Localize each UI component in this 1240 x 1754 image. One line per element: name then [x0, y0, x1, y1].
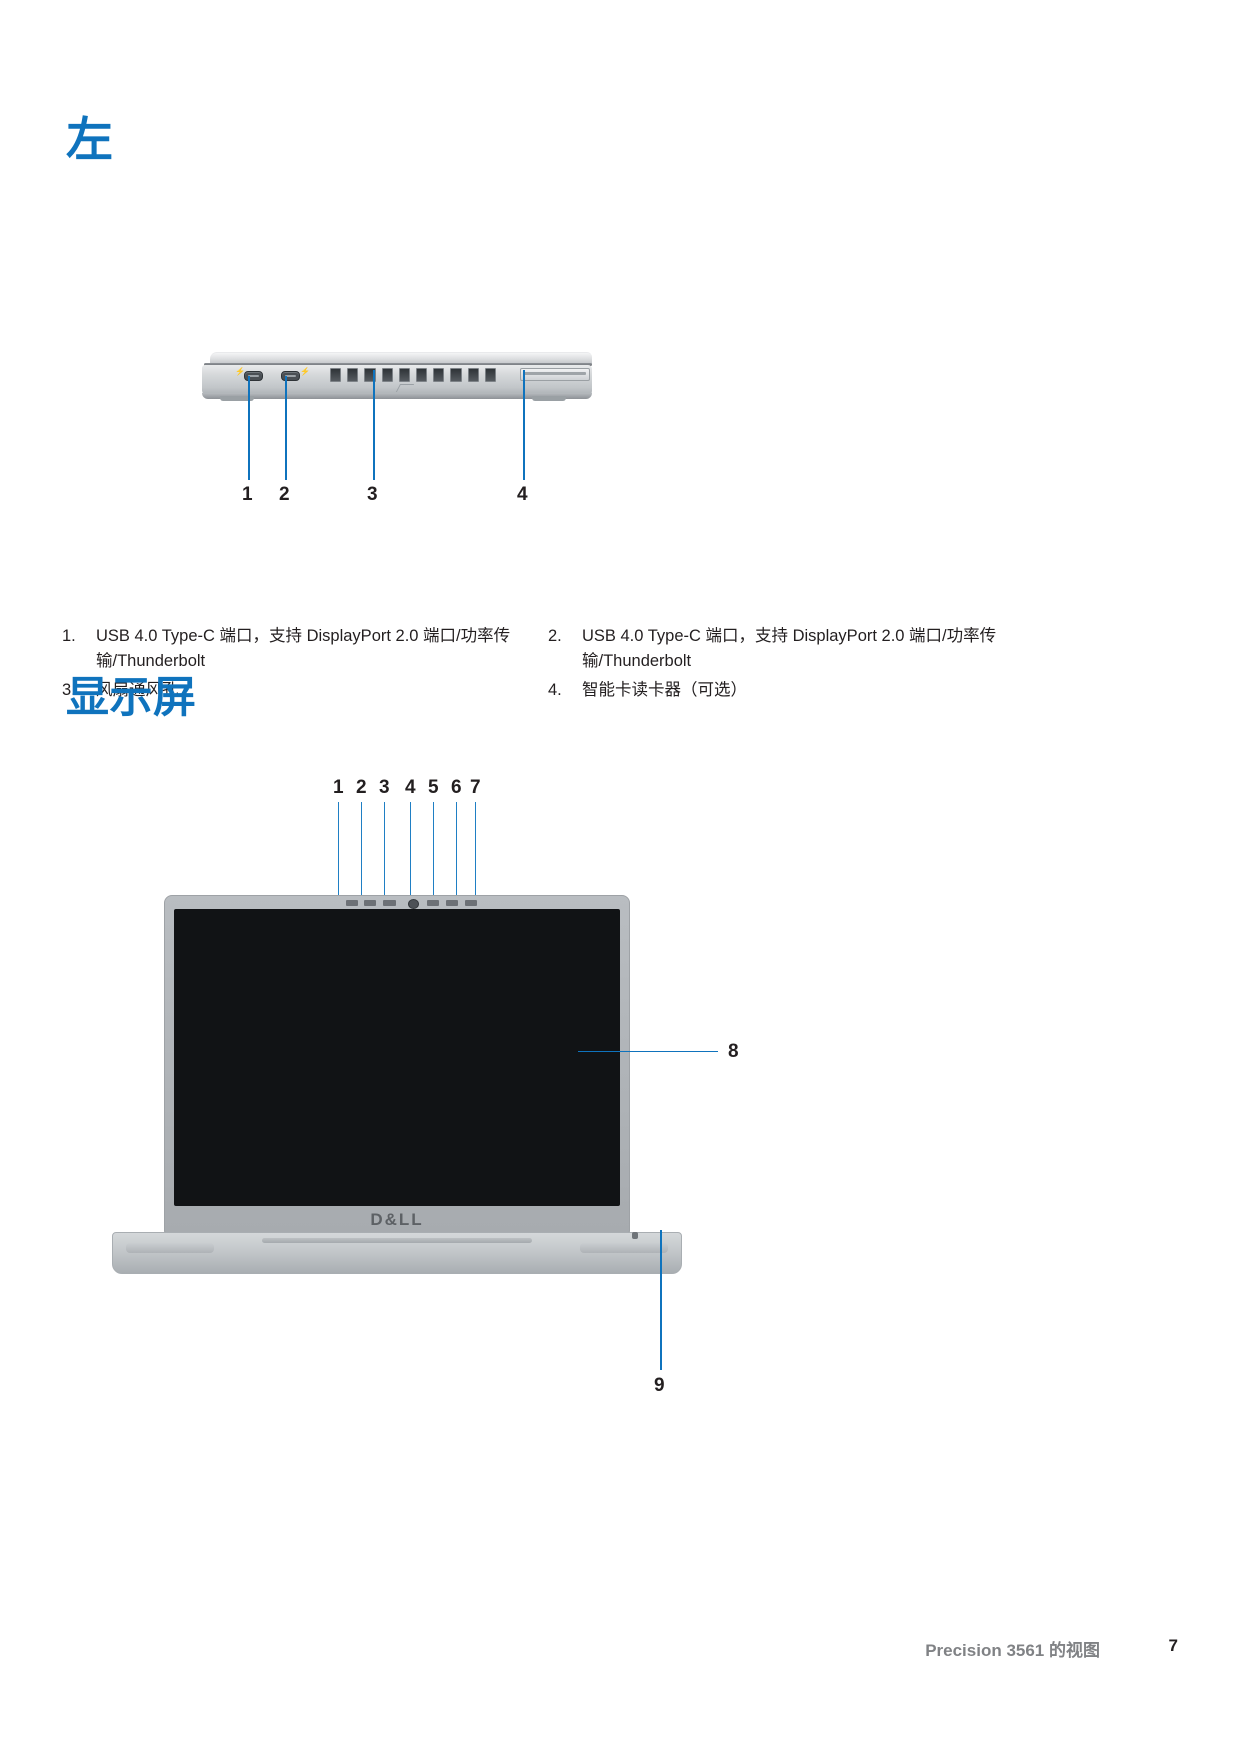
- display-callout-number-6: 6: [451, 777, 462, 798]
- callout-number-4: 4: [517, 484, 528, 505]
- list-item-number: 2.: [548, 627, 562, 645]
- footer-page-number: 7: [1168, 1636, 1178, 1655]
- vent-slat: [330, 368, 342, 382]
- vent-slat: [364, 368, 376, 382]
- vent-slat: [467, 368, 479, 382]
- laptop-base-vent-left: [126, 1243, 214, 1253]
- page-heading-display: 显示屏: [66, 674, 197, 722]
- vent-slat: [433, 368, 445, 382]
- laptop-foot-left: [220, 396, 254, 401]
- microphone-icon-left: [346, 900, 358, 906]
- callout-number-2: 2: [279, 484, 290, 505]
- laptop-hinge-shadow: [204, 363, 592, 366]
- laptop-base-lip: [262, 1238, 532, 1243]
- leader-line-4: [523, 370, 525, 480]
- list-item-number: 3.: [62, 681, 76, 699]
- display-callout-number-3: 3: [379, 777, 390, 798]
- list-item: 2. USB 4.0 Type-C 端口，支持 DisplayPort 2.0 …: [548, 624, 1038, 674]
- camera-status-led-icon: [427, 900, 439, 906]
- ir-emitter-icon-left: [364, 900, 376, 906]
- dell-logo-text: D&LL: [370, 1210, 424, 1229]
- laptop-base-bottom: [202, 393, 592, 399]
- footer-document-title: Precision 3561 的视图: [925, 1641, 1100, 1660]
- display-callout-number-1: 1: [333, 777, 344, 798]
- display-view-figure: 1 2 3 4 5 6 7: [100, 760, 740, 1400]
- leader-line-3: [373, 370, 375, 480]
- list-item: 1. USB 4.0 Type-C 端口，支持 DisplayPort 2.0 …: [62, 624, 552, 674]
- usb4-type-c-port-1: [244, 371, 263, 381]
- side-callout-list-right: 2. USB 4.0 Type-C 端口，支持 DisplayPort 2.0 …: [548, 624, 1038, 707]
- leader-line-2: [285, 376, 287, 480]
- leader-line-1: [248, 376, 250, 480]
- microphone-icon-right: [465, 900, 477, 906]
- display-callout-number-2: 2: [356, 777, 367, 798]
- vent-slat: [398, 368, 411, 382]
- vent-slat: [450, 368, 462, 382]
- ambient-light-sensor-icon: [383, 900, 396, 906]
- display-callout-number-5: 5: [428, 777, 439, 798]
- display-leader-line-7: [475, 802, 476, 906]
- display-panel: [174, 909, 620, 1206]
- display-leader-line-4: [410, 802, 411, 902]
- list-item: 3. 风扇通风孔: [62, 678, 552, 703]
- dell-logo: D&LL: [164, 1207, 630, 1233]
- page-heading-left: 左: [66, 113, 114, 166]
- list-item-text: USB 4.0 Type-C 端口，支持 DisplayPort 2.0 端口/…: [96, 627, 511, 670]
- thunderbolt-icon-2: ⚡: [300, 367, 310, 376]
- fan-vents: [330, 368, 497, 382]
- callout-number-1: 1: [242, 484, 253, 505]
- camera-bezel-strip: [164, 897, 630, 909]
- display-leader-line-9: [660, 1230, 662, 1370]
- display-callout-number-8: 8: [728, 1041, 739, 1062]
- vent-slat: [347, 368, 359, 382]
- left-side-view-figure: ⚡ ⚡ 1 2: [180, 340, 610, 520]
- usb4-type-c-port-2: [281, 371, 300, 381]
- power-status-light: [632, 1232, 638, 1239]
- display-leader-line-1: [338, 802, 339, 906]
- list-item: 4. 智能卡读卡器（可选）: [548, 678, 1038, 703]
- vent-slat: [484, 368, 497, 382]
- list-item-text: USB 4.0 Type-C 端口，支持 DisplayPort 2.0 端口/…: [582, 627, 997, 670]
- camera-icon: [408, 899, 419, 909]
- list-item-number: 4.: [548, 681, 562, 699]
- ir-emitter-icon-right: [446, 900, 458, 906]
- display-leader-line-5: [433, 802, 434, 906]
- display-leader-line-8: [578, 1051, 718, 1052]
- display-callout-number-4: 4: [405, 777, 416, 798]
- side-callout-list-left: 1. USB 4.0 Type-C 端口，支持 DisplayPort 2.0 …: [62, 624, 552, 707]
- laptop-side-illustration: ⚡ ⚡: [202, 352, 592, 404]
- laptop-foot-right: [532, 396, 566, 401]
- thunderbolt-icon-1: ⚡: [235, 367, 245, 376]
- callout-number-3: 3: [367, 484, 378, 505]
- display-leader-line-3: [384, 802, 385, 906]
- list-item-text: 风扇通风孔: [96, 681, 179, 699]
- display-callout-number-7: 7: [470, 777, 481, 798]
- laptop-lid-edge: [210, 352, 592, 366]
- display-leader-line-2: [361, 802, 362, 906]
- smart-card-reader-slot: [520, 368, 590, 381]
- list-item-text: 智能卡读卡器（可选）: [582, 681, 747, 699]
- display-leader-line-6: [456, 802, 457, 906]
- vent-slat: [381, 368, 393, 382]
- vent-slat: [416, 368, 428, 382]
- display-callout-number-9: 9: [654, 1375, 665, 1396]
- list-item-number: 1.: [62, 627, 76, 645]
- page-footer: Precision 3561 的视图 7: [0, 1636, 1240, 1676]
- laptop-base-vent-right: [580, 1243, 668, 1253]
